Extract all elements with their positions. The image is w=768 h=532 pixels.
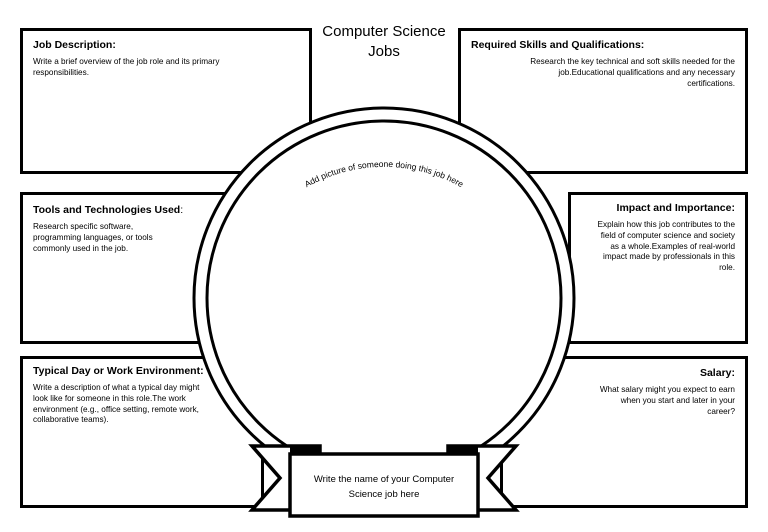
impact-body: Explain how this job contributes to the … xyxy=(597,220,735,273)
page-title-line1: Computer Science xyxy=(322,23,446,40)
typical-day-heading: Typical Day or Work Environment: xyxy=(33,365,204,377)
typical-day-body: Write a description of what a typical da… xyxy=(33,383,200,425)
page-title-line2: Jobs xyxy=(368,43,400,60)
page-title: Computer Science Jobs xyxy=(316,22,452,62)
salary-heading: Salary: xyxy=(699,367,735,379)
tools-body: Research specific software, programming … xyxy=(33,222,153,253)
skills-box: Required Skills and Qualifications: Rese… xyxy=(458,28,748,174)
ribbon-banner xyxy=(288,452,480,518)
tools-heading-line: Tools and Technologies Used: xyxy=(33,204,227,216)
job-description-heading: Job Description: xyxy=(33,39,116,51)
salary-body: What salary might you expect to earn whe… xyxy=(599,385,735,416)
banner-text-line2: Science job here xyxy=(348,489,420,500)
job-description-body: Write a brief overview of the job role a… xyxy=(33,57,220,77)
tools-heading: Tools and Technologies Used xyxy=(33,204,181,216)
skills-body: Research the key technical and soft skil… xyxy=(530,57,735,88)
banner-text: Write the name of your Computer Science … xyxy=(296,472,472,502)
impact-box: Impact and Importance: Explain how this … xyxy=(568,192,748,344)
impact-heading: Impact and Importance: xyxy=(616,202,735,214)
job-description-box: Job Description: Write a brief overview … xyxy=(20,28,312,174)
tools-heading-colon: : xyxy=(180,204,184,216)
banner-text-line1: Write the name of your Computer xyxy=(313,474,455,485)
skills-heading: Required Skills and Qualifications: xyxy=(471,39,645,51)
